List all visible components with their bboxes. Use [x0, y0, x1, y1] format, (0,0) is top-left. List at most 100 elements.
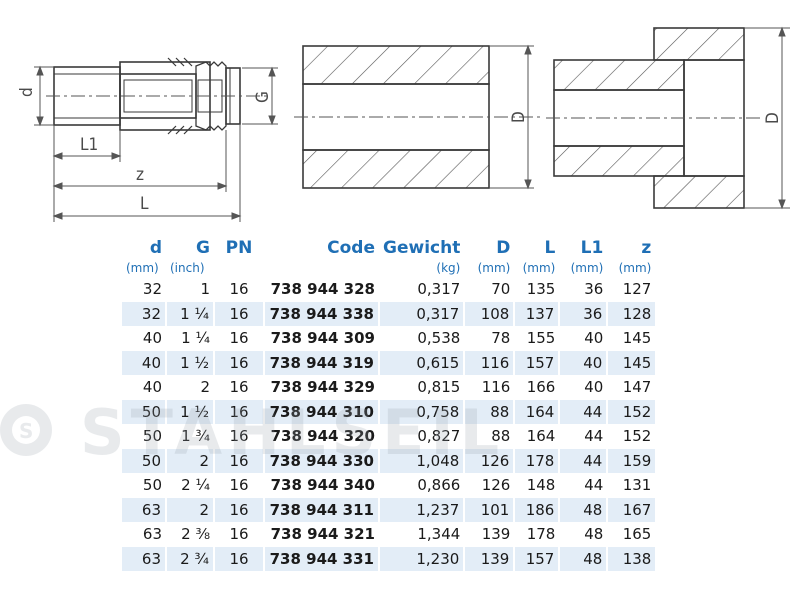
cell-G: 1 [200, 280, 210, 298]
cell-D: 126 [481, 476, 511, 494]
unit-code [264, 259, 379, 277]
col-header-z: z [641, 238, 652, 258]
cell-L1: 40 [558, 350, 608, 375]
col-header-G: G [196, 238, 210, 258]
cross-section-middle [302, 45, 490, 189]
cell-code: 738 944 321 [270, 525, 375, 543]
cell-code: 738 944 309 [270, 329, 375, 347]
cell-G: 1 ¼ [181, 329, 210, 347]
cell-z: 145 [606, 350, 656, 375]
cell-PN: 16 [213, 301, 264, 326]
cell-gewicht: 1,230 [377, 546, 465, 571]
cell-PN: 16 [229, 280, 249, 298]
cell-L: 164 [513, 399, 560, 424]
cell-d: 50 [142, 476, 162, 494]
dimension-g [242, 66, 278, 126]
dimension-z [52, 130, 228, 192]
cell-d: 63 [122, 546, 166, 571]
dimension-l1 [52, 125, 122, 222]
cell-PN: 16 [213, 448, 264, 473]
cell-L1: 44 [584, 427, 604, 445]
cell-d: 63 [122, 497, 166, 522]
cell-G: 2 ¼ [181, 476, 210, 494]
cell-z: 152 [606, 399, 656, 424]
cell-code: 738 944 338 [263, 301, 379, 326]
cell-L1: 48 [558, 497, 608, 522]
cell-L: 137 [513, 301, 560, 326]
cell-gewicht: 0,827 [417, 427, 461, 445]
cell-code: 738 944 328 [270, 280, 375, 298]
col-header-gewicht: Gewicht [383, 238, 461, 258]
cell-d: 50 [122, 399, 166, 424]
cell-code: 738 944 329 [270, 378, 375, 396]
cell-d: 40 [142, 329, 162, 347]
cell-L: 178 [526, 525, 556, 543]
cell-gewicht: 0,758 [377, 399, 465, 424]
cell-D: 116 [463, 350, 515, 375]
cell-D: 139 [481, 525, 511, 543]
cell-gewicht: 0,317 [417, 280, 461, 298]
dimension-d [34, 65, 54, 127]
unit-L: (mm) [522, 261, 556, 275]
cell-D: 126 [463, 448, 515, 473]
col-header-code: Code [327, 238, 375, 258]
cell-d: 50 [122, 448, 166, 473]
cell-z: 131 [622, 476, 652, 494]
cell-G: 2 [165, 497, 214, 522]
label-L1: L1 [80, 135, 98, 155]
cell-z: 167 [606, 497, 656, 522]
cell-L1: 40 [584, 329, 604, 347]
cell-L1: 44 [558, 448, 608, 473]
cell-D: 88 [491, 427, 511, 445]
cell-L1: 36 [584, 280, 604, 298]
svg-text:S: S [19, 419, 33, 443]
cell-G: 1 ¾ [181, 427, 210, 445]
cell-L: 157 [513, 350, 560, 375]
cell-L: 135 [526, 280, 556, 298]
cell-L1: 48 [558, 546, 608, 571]
cell-G: 1 ¼ [165, 301, 214, 326]
cell-G: 2 ¾ [165, 546, 214, 571]
cell-G: 1 ½ [165, 399, 214, 424]
col-header-L: L [544, 238, 556, 258]
cell-d: 40 [122, 350, 166, 375]
cell-L: 186 [513, 497, 560, 522]
unit-G: (inch) [170, 261, 205, 275]
cell-L: 166 [526, 378, 556, 396]
col-header-L1: L1 [580, 238, 604, 258]
cell-d: 40 [142, 378, 162, 396]
dimension-D-middle [489, 44, 534, 190]
cell-PN: 16 [213, 546, 264, 571]
cell-D: 101 [463, 497, 515, 522]
cell-D: 70 [491, 280, 511, 298]
cell-L: 157 [513, 546, 560, 571]
cross-section-right [553, 27, 745, 209]
cell-L: 178 [513, 448, 560, 473]
label-D-right: D [763, 112, 783, 124]
cell-code: 738 944 310 [263, 399, 379, 424]
cell-D: 139 [463, 546, 515, 571]
cell-PN: 16 [229, 329, 249, 347]
cell-G: 2 [165, 448, 214, 473]
unit-d: (mm) [126, 261, 159, 275]
gear-logo-icon: S [0, 404, 52, 456]
unit-PN [214, 259, 264, 277]
cell-L1: 48 [584, 525, 604, 543]
specs-table: d G PN Code Gewicht D L L1 z (mm) (inch)… [122, 237, 656, 571]
cell-gewicht: 0,538 [417, 329, 461, 347]
cell-PN: 16 [229, 427, 249, 445]
cell-z: 127 [622, 280, 652, 298]
cell-L1: 44 [558, 399, 608, 424]
cell-code: 738 944 320 [270, 427, 375, 445]
cell-d: 50 [142, 427, 162, 445]
cell-code: 738 944 319 [263, 350, 379, 375]
dimension-l [52, 124, 242, 222]
cell-PN: 16 [213, 497, 264, 522]
